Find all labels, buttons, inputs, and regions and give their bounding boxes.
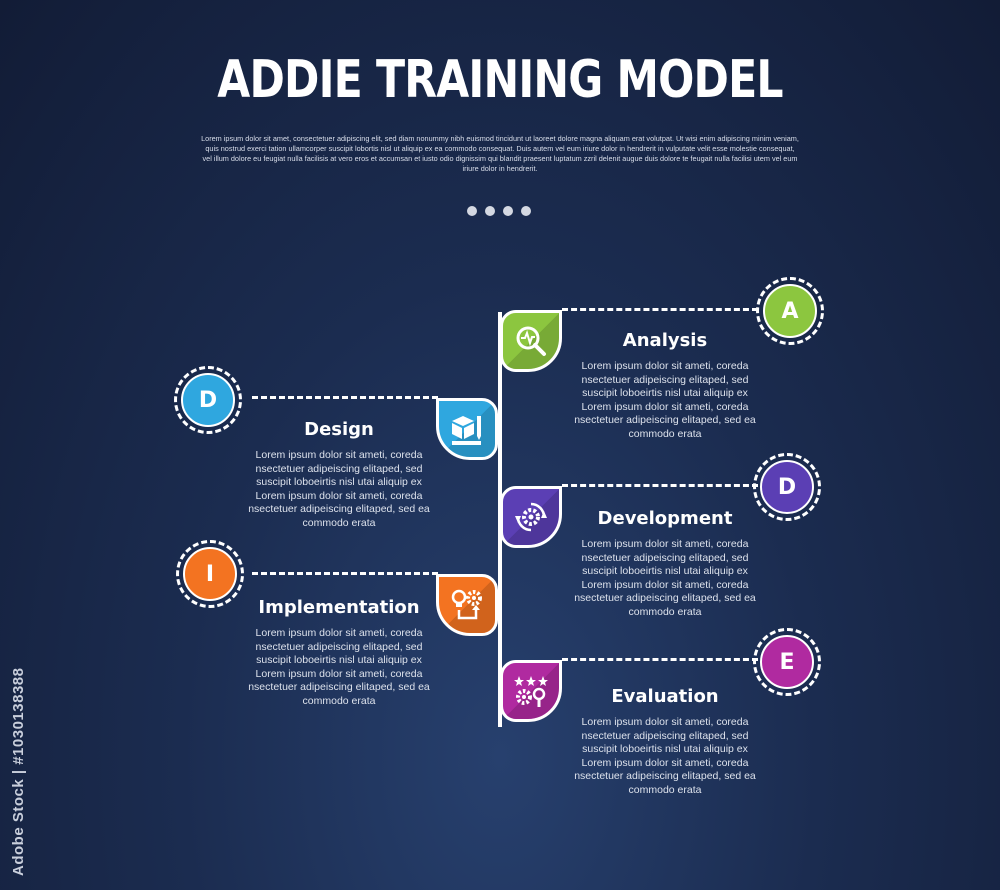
design-tile (436, 398, 498, 460)
analysis-label: Analysis (622, 330, 708, 351)
design-description: Lorem ipsum dolor sit ameti, coreda nsec… (248, 449, 430, 529)
stars-gear-search-icon (514, 676, 548, 707)
design-badge: D (174, 366, 242, 434)
implementation-tile (436, 574, 498, 636)
dot (467, 206, 477, 216)
development-description: Lorem ipsum dolor sit ameti, coreda nsec… (574, 538, 756, 618)
bulb-gear-icon (451, 589, 482, 620)
implementation-badge: I (176, 540, 244, 608)
connector-design (252, 396, 438, 399)
evaluation-letter: E (760, 635, 814, 689)
pagination-dots (467, 206, 531, 216)
implementation-letter: I (183, 547, 237, 601)
dot (503, 206, 513, 216)
connector-implementation (252, 572, 438, 575)
development-letter: D (760, 460, 814, 514)
evaluation-badge: E (753, 628, 821, 696)
design-label: Design (304, 419, 374, 440)
evaluation-description: Lorem ipsum dolor sit ameti, coreda nsec… (574, 716, 756, 796)
development-label: Development (597, 508, 733, 529)
analysis-badge: A (756, 277, 824, 345)
evaluation-label: Evaluation (611, 686, 719, 707)
connector-development (562, 484, 758, 487)
page-title: ADDIE TRAINING MODEL (217, 50, 783, 110)
implementation-label: Implementation (258, 597, 420, 618)
dot (521, 206, 531, 216)
cube-ruler-pencil-icon (452, 416, 481, 445)
connector-evaluation (562, 658, 758, 661)
analysis-tile (500, 310, 562, 372)
analysis-letter: A (763, 284, 817, 338)
magnifier-chart-icon (516, 326, 546, 356)
design-letter: D (181, 373, 235, 427)
stock-watermark: Adobe Stock | #1030138388 (10, 667, 27, 876)
connector-analysis (562, 308, 758, 311)
development-badge: D (753, 453, 821, 521)
evaluation-tile (500, 660, 562, 722)
development-tile (500, 486, 562, 548)
implementation-description: Lorem ipsum dolor sit ameti, coreda nsec… (248, 627, 430, 707)
intro-paragraph: Lorem ipsum dolor sit amet, consectetuer… (201, 134, 799, 173)
gear-cycle-icon (515, 502, 547, 532)
dot (485, 206, 495, 216)
analysis-description: Lorem ipsum dolor sit ameti, coreda nsec… (574, 360, 756, 440)
